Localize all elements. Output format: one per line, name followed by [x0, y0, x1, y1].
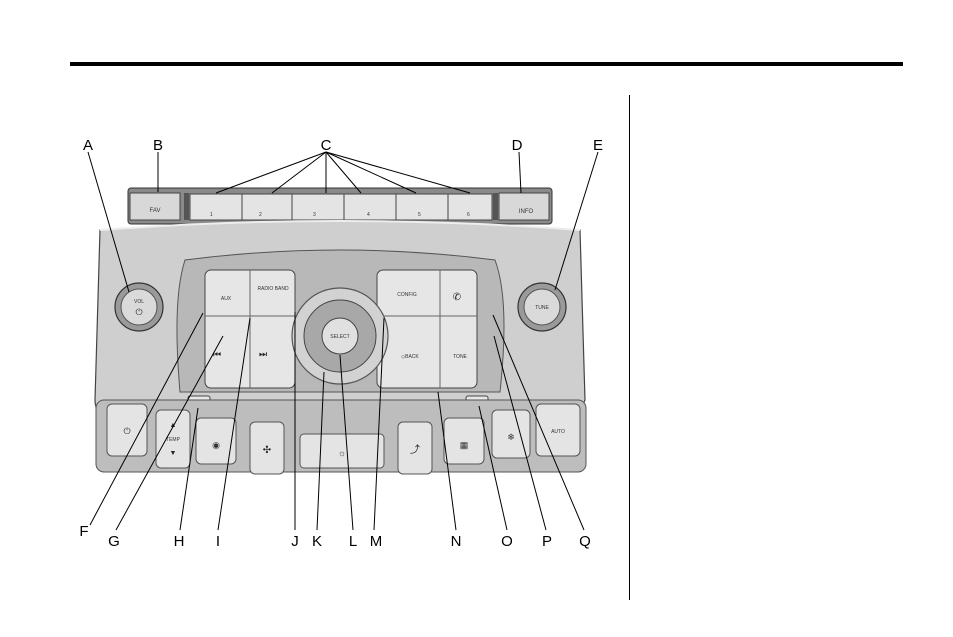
tone-label: TONE	[453, 354, 467, 360]
fan-icon: ✣	[263, 445, 271, 456]
ac-icon: ❄	[507, 432, 515, 442]
recirc-icon: ◉	[212, 440, 220, 450]
select-knob[interactable]: SELECT	[292, 288, 388, 384]
callout-h: H	[174, 533, 185, 550]
preset-3-label: 3	[313, 212, 316, 218]
callout-a: A	[83, 137, 93, 154]
preset-1-button[interactable]	[190, 194, 242, 220]
seek-forward-icon: ⏭	[259, 349, 267, 359]
rear-defrost-icon: ▦	[460, 440, 469, 450]
preset-4-label: 4	[367, 212, 370, 218]
preset-1-label: 1	[210, 212, 213, 218]
callout-d: D	[512, 137, 523, 154]
callout-i: I	[216, 533, 220, 550]
preset-6-button[interactable]	[448, 194, 492, 220]
preset-3-button[interactable]	[292, 194, 344, 220]
callout-g: G	[108, 533, 120, 550]
back-label: ◇BACK	[401, 354, 419, 360]
callout-e: E	[593, 137, 603, 154]
aux-label: AUX	[221, 296, 232, 302]
column-divider	[629, 95, 630, 600]
preset-buttons: 1 2 3 4 5 6	[190, 194, 492, 220]
seek-back-icon: ⏮	[213, 349, 221, 359]
callout-f: F	[79, 523, 88, 540]
callout-p: P	[542, 533, 552, 550]
tune-knob[interactable]: TUNE	[518, 283, 566, 331]
callout-o: O	[501, 533, 513, 550]
defrost-icon: ☼	[338, 448, 346, 458]
header-rule	[70, 62, 903, 66]
air-mode-icon: ⤴	[410, 443, 420, 456]
preset-2-label: 2	[259, 212, 262, 218]
callout-c: C	[321, 137, 332, 154]
preset-2-button[interactable]	[242, 194, 292, 220]
fav-button[interactable]	[130, 193, 180, 220]
climate-power-icon: ⏻	[123, 426, 130, 436]
left-button-group: AUX RADIO BAND ⏮ ⏭	[205, 270, 295, 388]
auto-label: AUTO	[551, 429, 565, 435]
select-label: SELECT	[330, 334, 349, 340]
temp-down-icon: ▼	[170, 450, 177, 457]
temp-label: TEMP	[166, 437, 181, 443]
callout-j: J	[291, 533, 299, 550]
callout-m: M	[370, 533, 383, 550]
preset-strip: FAV 1 2 3 4 5 6 INFO	[128, 188, 552, 224]
callout-k: K	[312, 533, 322, 550]
vol-label: VOL	[134, 299, 144, 305]
tune-label: TUNE	[535, 305, 549, 311]
info-label: INFO	[519, 209, 534, 215]
radio-band-label: RADIO BAND	[257, 286, 289, 292]
climate-strip: ⏻ TEMP ▲ ▼ ◉ ✣ ☼ ⤴ ▦ ❄ AUTO	[96, 400, 586, 474]
power-icon: ⏻	[135, 307, 142, 317]
info-button[interactable]	[499, 193, 549, 220]
callout-l: L	[349, 533, 357, 550]
vol-knob[interactable]: VOL ⏻	[115, 283, 163, 331]
phone-icon: ✆	[453, 292, 461, 303]
preset-6-label: 6	[467, 212, 470, 218]
callout-n: N	[451, 533, 462, 550]
preset-4-button[interactable]	[344, 194, 396, 220]
radio-control-panel-figure: FAV 1 2 3 4 5 6 INFO VOL ⏻	[60, 125, 620, 565]
preset-5-button[interactable]	[396, 194, 448, 220]
config-label: CONFIG	[397, 292, 417, 298]
right-button-group: CONFIG ✆ ◇BACK TONE	[377, 270, 477, 388]
fav-label: FAV	[150, 208, 161, 214]
callout-q: Q	[579, 533, 591, 550]
callout-b: B	[153, 137, 163, 154]
preset-5-label: 5	[418, 212, 421, 218]
